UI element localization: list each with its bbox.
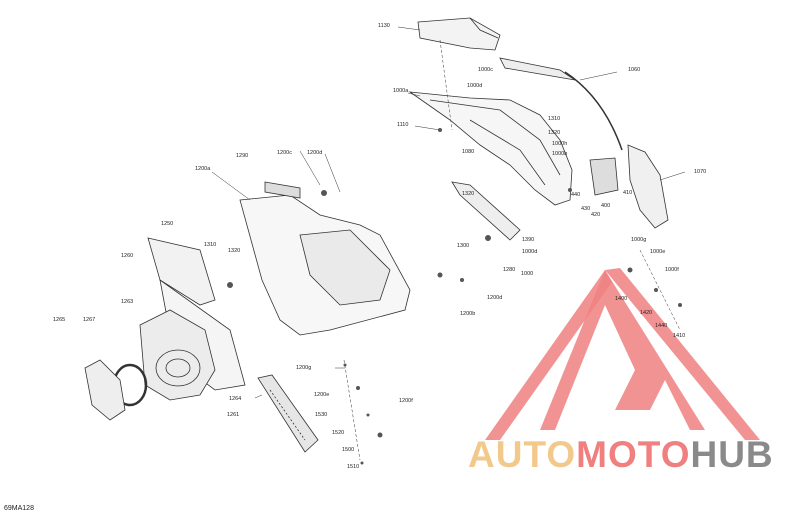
callout-label: 1000a — [393, 88, 409, 94]
callout-label: 1200c — [277, 150, 292, 156]
callout-label: 1320 — [462, 191, 475, 197]
watermark-part-hub: HUB — [690, 434, 774, 475]
callout-label: 1000e — [650, 249, 666, 255]
callout-label: 1000h — [552, 141, 568, 147]
callout-label: 1200d — [307, 150, 323, 156]
callout-label: 440 — [571, 192, 581, 198]
callout-label: 1000 — [521, 271, 534, 277]
callout-label: 1200g — [296, 365, 312, 371]
callout-label: 1261 — [227, 412, 240, 418]
callout-label: 1264 — [229, 396, 242, 402]
callout-label: 1310 — [548, 116, 561, 122]
callout-label: 1290 — [236, 153, 249, 159]
callout-label: 1267 — [83, 317, 96, 323]
callout-label: 420 — [591, 212, 601, 218]
callout-label: 400 — [601, 203, 611, 209]
callout-label: 1130 — [378, 23, 390, 29]
callout-label: 1530 — [315, 412, 328, 418]
strip-1060 — [499, 57, 576, 81]
callout-label: 1200a — [195, 166, 211, 172]
callout-label: 1440 — [655, 323, 668, 329]
duct-1130 — [417, 17, 501, 51]
box-1250 — [147, 237, 216, 306]
callout-label: 1000c — [478, 67, 493, 73]
callout-label: 1320 — [548, 130, 561, 136]
callout-label: 1500 — [342, 447, 355, 453]
callout-label: 1250 — [161, 221, 174, 227]
callout-label: 1000d — [467, 83, 483, 89]
callout-label: 1263 — [121, 299, 134, 305]
callout-label: 1420 — [640, 310, 653, 316]
callout-label: 1310 — [204, 242, 217, 248]
callout-label: 1000g — [631, 237, 647, 243]
callout-label: 410 — [623, 190, 633, 196]
callout-label: 1110 — [397, 122, 409, 128]
diagram-code: 69MA128 — [4, 505, 34, 512]
grille-1264 — [257, 374, 319, 453]
callout-label: 1265 — [53, 317, 66, 323]
callout-label: 1200f — [399, 398, 413, 404]
watermark-part-moto: MOTO — [576, 434, 691, 475]
callout-label: 1000b — [552, 151, 568, 157]
callout-label: 1200b — [460, 311, 476, 317]
callout-label: 1260 — [121, 253, 134, 259]
callout-label: 1280 — [503, 267, 516, 273]
callout-label: 1520 — [332, 430, 345, 436]
cover-1265 — [84, 359, 126, 421]
callout-label: 1410 — [673, 333, 686, 339]
callout-label: 1080 — [462, 149, 475, 155]
watermark-part-auto: AUTO — [468, 434, 577, 475]
callout-label: 1300 — [457, 243, 470, 249]
callout-label: 1400 — [615, 296, 628, 302]
callout-label: 1200e — [314, 392, 330, 398]
callout-label: 1390 — [522, 237, 535, 243]
callout-label: 1510 — [347, 464, 360, 470]
callout-label: 1320 — [228, 248, 241, 254]
watermark-text: AUTOMOTOHUB — [468, 436, 774, 473]
callout-label: 1000f — [665, 267, 679, 273]
watermark-logo — [485, 268, 760, 440]
strip-1080 — [451, 181, 521, 241]
callout-label: 1060 — [628, 67, 641, 73]
callout-label: 430 — [581, 206, 591, 212]
callout-label: 1070 — [694, 169, 707, 175]
callout-label: 1200d — [487, 295, 503, 301]
callout-label: 1000d — [522, 249, 538, 255]
panel-1070 — [627, 144, 669, 229]
